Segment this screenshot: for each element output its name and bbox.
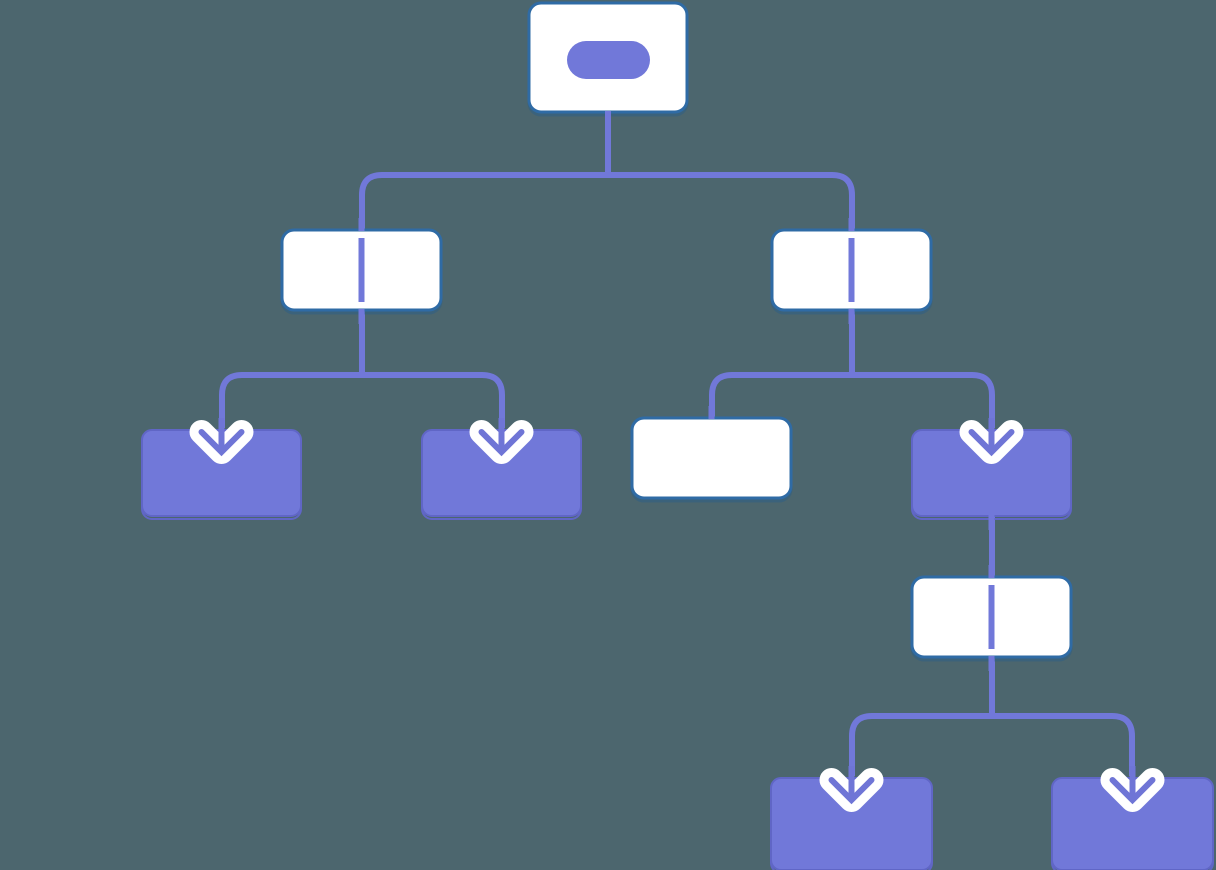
arrowhead-link-level1-left-to-level2-b bbox=[478, 429, 525, 457]
level2-node-c[interactable] bbox=[630, 416, 793, 503]
link-level1-right-to-level2-d[interactable] bbox=[849, 310, 995, 428]
arrowheads-layer bbox=[189, 418, 1165, 812]
arrowhead-link-level1-right-to-level2-d bbox=[968, 429, 1015, 457]
link-level3-to-level4-b[interactable] bbox=[989, 657, 1135, 776]
link-level1-left-to-level2-a[interactable] bbox=[219, 310, 365, 428]
link-level1-right-to-level2-c[interactable] bbox=[709, 310, 855, 418]
link-root-to-level1-left[interactable] bbox=[359, 112, 611, 230]
node-body[interactable] bbox=[630, 416, 793, 500]
link-level1-left-to-level2-b[interactable] bbox=[359, 310, 505, 428]
links-layer bbox=[219, 112, 1135, 776]
nodes-layer bbox=[141, 1, 1214, 870]
node-badge-pill[interactable] bbox=[567, 41, 650, 79]
link-root-to-level1-right[interactable] bbox=[605, 112, 855, 230]
arrowhead-link-level1-left-to-level2-a bbox=[198, 429, 245, 457]
arrowhead-link-level3-to-level4-b bbox=[1109, 777, 1156, 805]
arrowhead-link-level3-to-level4-a bbox=[828, 777, 875, 805]
link-overlays-layer bbox=[358, 111, 995, 671]
level4-node-a[interactable] bbox=[770, 777, 933, 870]
link-level3-to-level4-a[interactable] bbox=[849, 657, 995, 776]
root-node[interactable] bbox=[527, 1, 689, 117]
